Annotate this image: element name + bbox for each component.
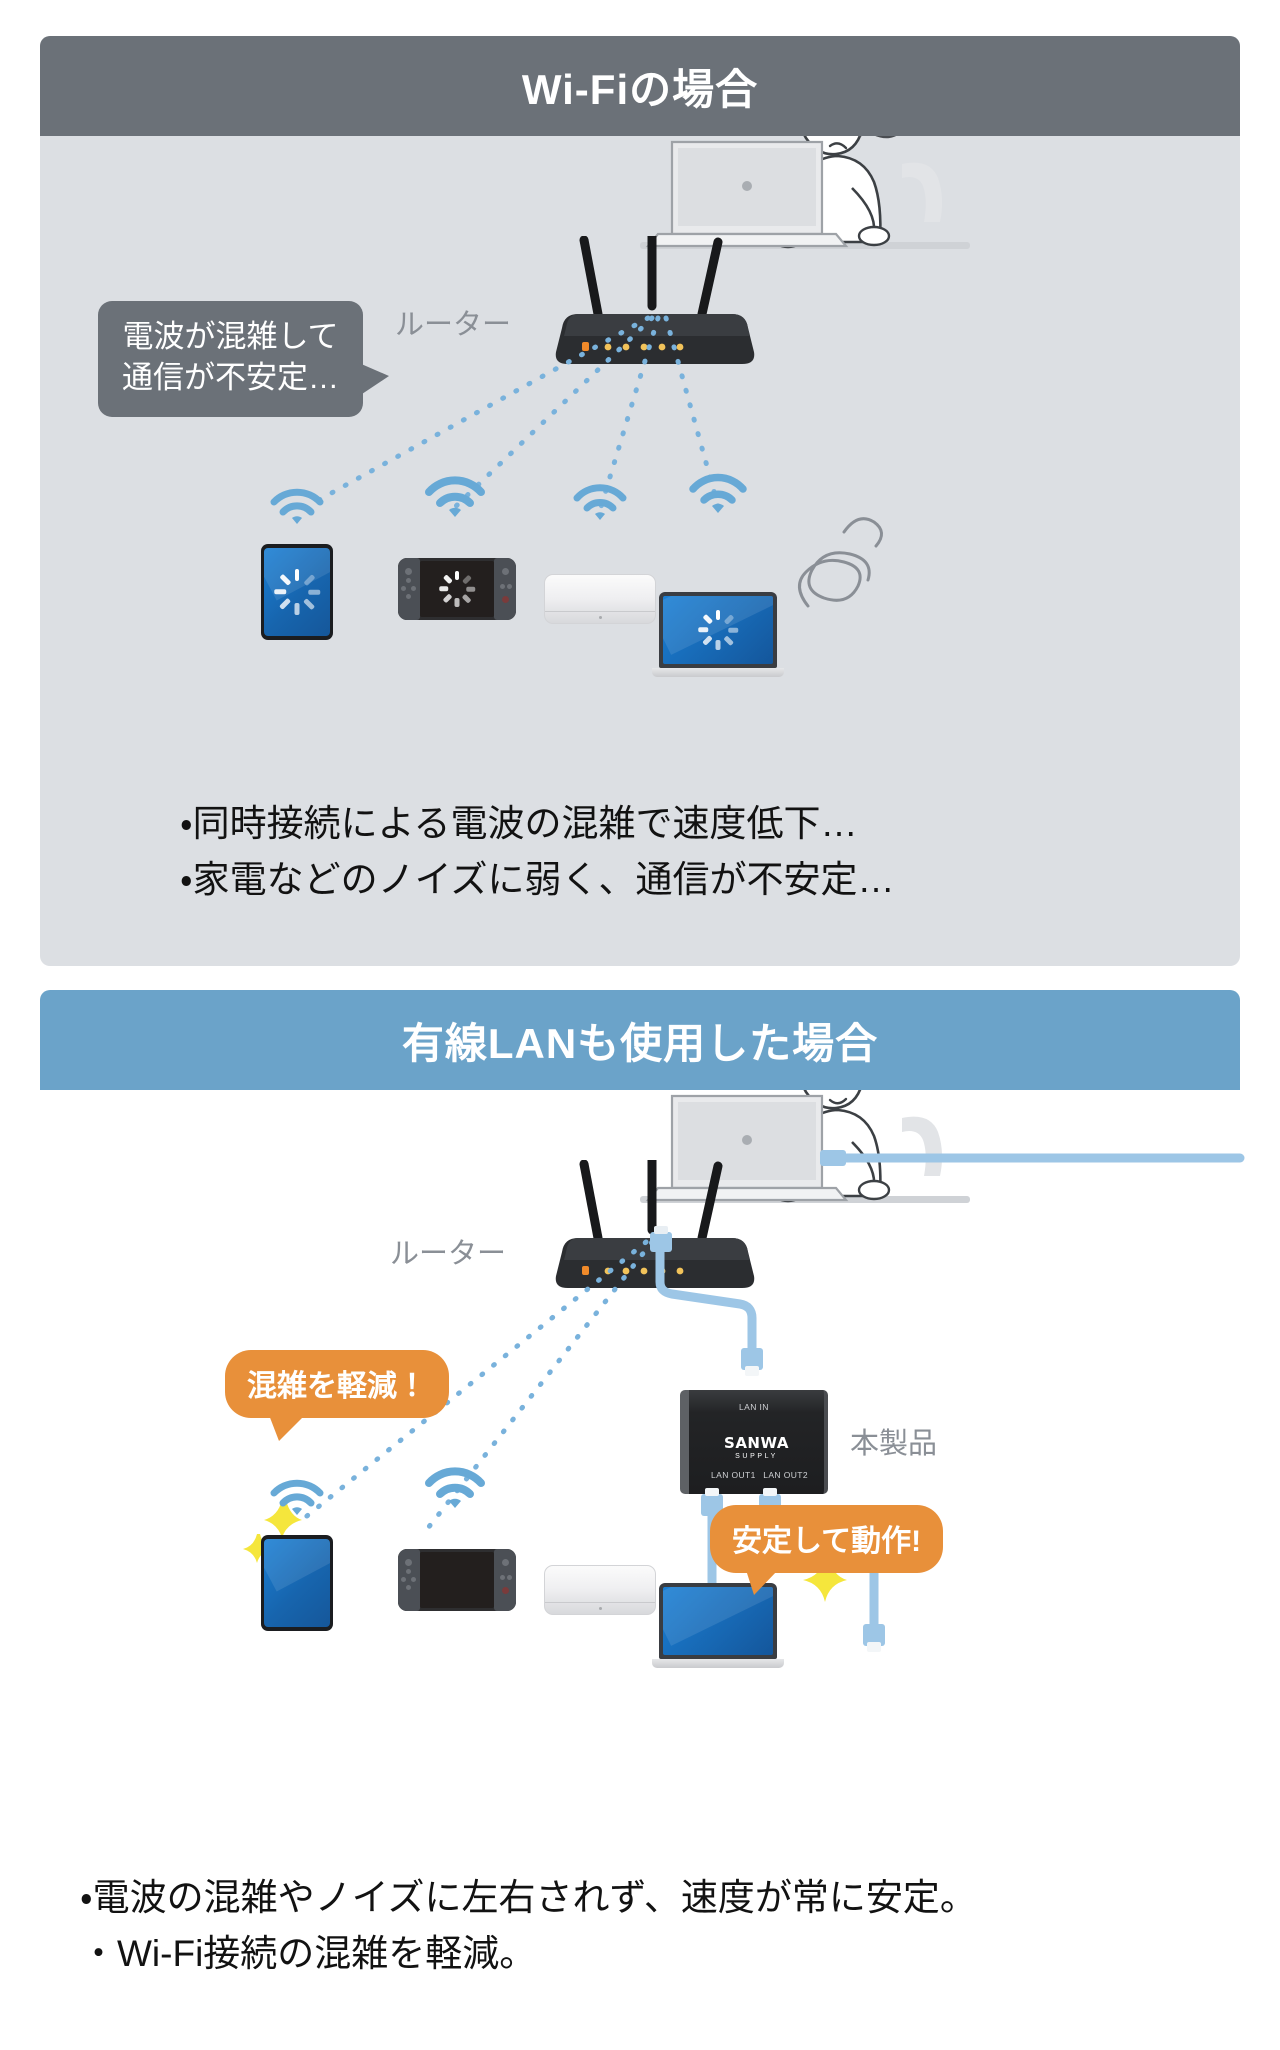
section-wifi: Wi-Fiの場合 xyxy=(40,36,1240,966)
device-mini-pc xyxy=(544,574,656,624)
cables-product-to-devices xyxy=(701,1488,885,1652)
wifi-bullet-1: ・同時接続による電波の混雑で速度低下… xyxy=(180,803,858,844)
device-handheld-console-lan xyxy=(398,1549,516,1611)
wifi-bullet-2: ・家電などのノイズに弱く、通信が不安定… xyxy=(180,859,895,901)
product-brand-sub: SUPPLY xyxy=(735,1453,778,1460)
callout-stable-operation: 安定して動作! xyxy=(710,1505,944,1595)
product-lan-splitter: LAN IN SANWA SUPPLY LAN OUT1 LAN OUT2 xyxy=(680,1390,828,1494)
wifi-signal-icon-tablet-lan xyxy=(268,1477,326,1526)
device-row-lan xyxy=(40,1467,1240,1675)
wifi-signal-icon-console xyxy=(424,474,486,527)
lan-bullet-1: ・電波の混雑やノイズに左右されず、速度が常に安定。 xyxy=(80,1877,977,1918)
section-wired-lan: 有線LANも使用した場合 xyxy=(40,990,1245,2000)
device-laptop-lan xyxy=(652,1583,784,1668)
speech-bubble-line-1: 電波が混雑して xyxy=(122,319,339,354)
device-handheld-console xyxy=(398,558,516,620)
speech-bubble-unstable: 電波が混雑して 通信が不安定… xyxy=(98,301,389,417)
device-laptop xyxy=(652,592,784,677)
noise-scribble-icon xyxy=(780,486,890,621)
loading-spinner-console xyxy=(439,571,475,607)
product-port-lan-out1-label: LAN OUT1 xyxy=(711,1470,756,1480)
lan-bullet-2: ・Wi-Fi接続の混雑を軽減。 xyxy=(80,1933,537,1975)
sparkle-icon-right xyxy=(798,1552,860,1619)
section-lan-header: 有線LANも使用した場合 xyxy=(40,990,1240,1090)
callout-stable-operation-text: 安定して動作! xyxy=(732,1525,922,1558)
section-lan-title: 有線LANも使用した場合 xyxy=(401,1019,879,1067)
wifi-signal-dotted-lines xyxy=(305,315,721,513)
wifi-signal-icon-laptop xyxy=(688,472,748,523)
speech-bubble-line-2: 通信が不安定… xyxy=(122,359,339,395)
loading-spinner-tablet xyxy=(274,569,320,615)
cable-to-person-laptop xyxy=(820,1150,1245,1166)
router-wifi-illustration xyxy=(550,231,760,396)
callout-reduce-congestion: 混雑を軽減！ xyxy=(225,1350,449,1441)
lan-wifi-signal-dotted-lines xyxy=(299,1239,655,1531)
sparkle-icon-left xyxy=(240,1490,316,1571)
rj45-connector-out1-top xyxy=(701,1488,723,1516)
router-label-lan: ルーター xyxy=(390,1238,507,1270)
wifi-signal-icon-tablet xyxy=(268,486,326,535)
device-mini-pc-lan xyxy=(544,1565,656,1615)
rj45-connector-router xyxy=(650,1226,672,1252)
wifi-signal-icon-console-lan xyxy=(424,1465,486,1518)
section-wifi-header: Wi-Fiの場合 xyxy=(40,36,1240,136)
lan-bullet-list: ・電波の混雑やノイズに左右されず、速度が常に安定。 ・Wi-Fi接続の混雑を軽減… xyxy=(80,1870,977,1982)
router-label-wifi: ルーター xyxy=(395,309,512,341)
wifi-signal-icon-minipc xyxy=(572,482,628,531)
device-tablet xyxy=(261,544,333,640)
wifi-bullet-list: ・同時接続による電波の混雑で速度低下… ・家電などのノイズに弱く、通信が不安定… xyxy=(180,796,894,908)
section-wifi-body: ルーター 電波が混雑して 通信が不安定… xyxy=(40,49,1240,966)
rj45-connector-laptop xyxy=(863,1624,885,1652)
callout-reduce-congestion-text: 混雑を軽減！ xyxy=(247,1370,427,1403)
product-port-lan-out2-label: LAN OUT2 xyxy=(763,1470,808,1480)
device-row-wifi xyxy=(40,473,1240,677)
product-port-lan-in-label: LAN IN xyxy=(739,1402,769,1412)
rj45-connector-product-in xyxy=(741,1348,763,1376)
product-brand: SANWA SUPPLY xyxy=(689,1434,824,1460)
cable-router-to-product xyxy=(650,1226,763,1376)
section-lan-body: ルーター xyxy=(40,1003,1245,2000)
section-wifi-title: Wi-Fiの場合 xyxy=(521,65,759,113)
product-brand-name: SANWA xyxy=(724,1434,789,1452)
product-label: 本製品 xyxy=(850,1428,938,1460)
device-tablet-lan xyxy=(261,1535,333,1631)
loading-spinner-laptop xyxy=(698,610,738,650)
